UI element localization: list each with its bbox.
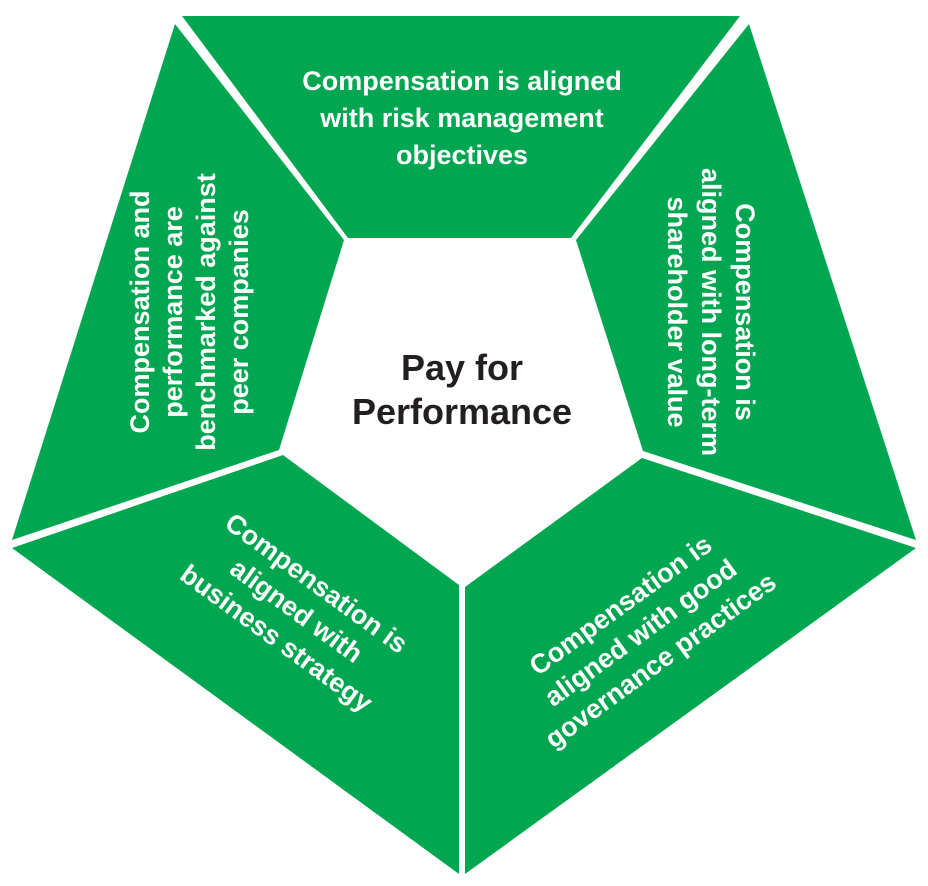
center-title-line1: Pay for [401, 347, 523, 388]
segment-left-line1: Compensation and [125, 190, 155, 433]
center-pentagon [282, 241, 641, 584]
segment-right-label: Compensation is aligned with long-term s… [662, 168, 760, 456]
segment-left [12, 24, 344, 540]
segment-right [576, 24, 916, 540]
segment-right-line1: Compensation is [730, 203, 760, 421]
segment-bottom-right [465, 458, 916, 874]
center-title-line2: Performance [352, 391, 572, 432]
segment-left-line2: performance are [158, 206, 188, 418]
segment-top-line3: objectives [396, 140, 528, 170]
segment-left-line3: benchmarked against [191, 173, 221, 451]
segment-bottom-left [12, 455, 459, 874]
segment-top-line2: with risk management [319, 103, 604, 133]
segment-right-line2: aligned with long-term [696, 168, 726, 456]
segment-top-line1: Compensation is aligned [302, 66, 622, 96]
segments [12, 16, 916, 874]
segment-top [182, 16, 740, 238]
segment-right-line3: shareholder value [662, 196, 692, 427]
segment-top-label: Compensation is aligned with risk manage… [302, 66, 622, 170]
segment-left-line4: peer companies [224, 209, 254, 415]
segment-left-label: Compensation and performance are benchma… [125, 173, 254, 451]
